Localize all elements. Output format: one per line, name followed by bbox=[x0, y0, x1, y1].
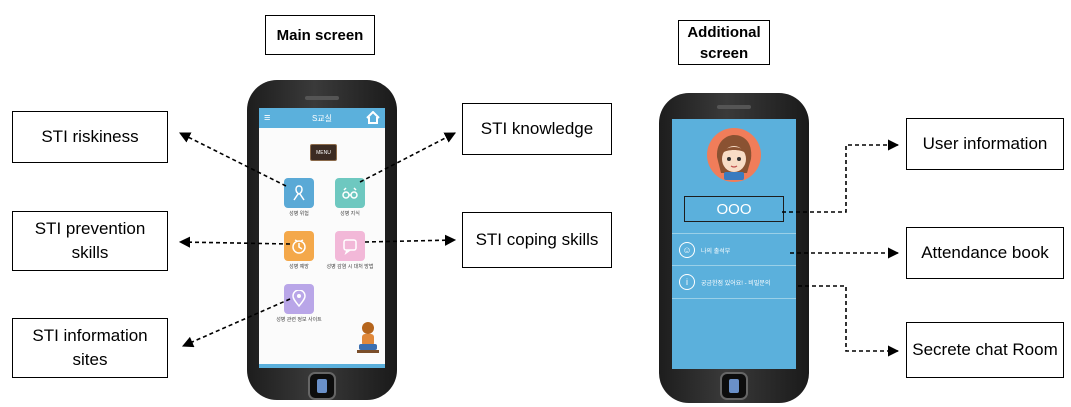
chat-icon bbox=[343, 239, 357, 255]
home-button[interactable] bbox=[308, 372, 336, 400]
glasses-icon bbox=[342, 187, 358, 199]
additional-phone: OOO ☺ 나의 출석부 i 궁금한점 있어요! - 비밀문의 bbox=[659, 93, 809, 403]
main-phone: ≡ S교실 MENU 성병 위험 성병 지식 성병 예방 성병 감염 시 대처 … bbox=[247, 80, 397, 400]
app-header-bar: ≡ S교실 bbox=[259, 108, 385, 128]
screen-bottom-strip bbox=[259, 364, 385, 368]
tile-sti-prevention[interactable] bbox=[284, 231, 314, 261]
tile-label: 성병 예방 bbox=[289, 264, 309, 270]
user-name-field: OOO bbox=[684, 196, 784, 222]
additional-screen-header: Additional screen bbox=[678, 20, 770, 65]
callout-sti-prevention-skills: STI prevention skills bbox=[12, 211, 168, 271]
tile-label: 성병 지식 bbox=[340, 211, 360, 217]
home-button[interactable] bbox=[720, 372, 748, 400]
arrow-to-sti-prevention bbox=[178, 236, 291, 248]
student-illustration-icon bbox=[357, 322, 379, 353]
secret-inquiry-item[interactable]: i 궁금한점 있어요! - 비밀문의 bbox=[672, 265, 796, 299]
arrow-to-sti-info-sites bbox=[181, 298, 291, 348]
clock-icon bbox=[292, 239, 306, 254]
tile-sti-knowledge[interactable] bbox=[335, 178, 365, 208]
menu-sign: MENU bbox=[310, 144, 337, 161]
callout-attendance-book: Attendance book bbox=[906, 227, 1064, 279]
arrow-to-sti-knowledge bbox=[359, 132, 456, 183]
callout-sti-coping-skills: STI coping skills bbox=[462, 212, 612, 268]
info-icon: i bbox=[679, 274, 695, 290]
smiley-icon: ☺ bbox=[679, 242, 695, 258]
secret-inquiry-label: 궁금한점 있어요! - 비밀문의 bbox=[701, 280, 771, 287]
additional-app-screen: OOO ☺ 나의 출석부 i 궁금한점 있어요! - 비밀문의 bbox=[672, 119, 796, 369]
callout-sti-riskiness: STI riskiness bbox=[12, 111, 168, 163]
arrow-to-user-information bbox=[782, 139, 900, 213]
home-icon[interactable] bbox=[366, 111, 380, 124]
hamburger-icon[interactable]: ≡ bbox=[264, 112, 271, 124]
app-title: S교실 bbox=[311, 114, 333, 123]
tile-label: 성병 관련 정보 사이트 bbox=[276, 317, 322, 323]
arrow-to-sti-riskiness bbox=[178, 132, 287, 187]
callout-sti-information-sites: STI information sites bbox=[12, 318, 168, 378]
tile-label: 성병 위험 bbox=[289, 211, 309, 217]
location-pin-icon bbox=[292, 290, 306, 308]
speaker bbox=[717, 105, 751, 109]
tile-label: 성병 감염 시 대처 방법 bbox=[326, 264, 374, 270]
arrow-to-sti-coping bbox=[364, 234, 457, 246]
main-screen-header: Main screen bbox=[265, 15, 375, 55]
arrow-to-secret-chat-room bbox=[798, 285, 900, 357]
main-app-screen: ≡ S교실 MENU 성병 위험 성병 지식 성병 예방 성병 감염 시 대처 … bbox=[259, 108, 385, 368]
avatar-icon bbox=[707, 128, 761, 182]
callout-secret-chat-room: Secrete chat Room bbox=[906, 322, 1064, 378]
callout-sti-knowledge: STI knowledge bbox=[462, 103, 612, 155]
tile-sti-coping[interactable] bbox=[335, 231, 365, 261]
tile-sti-riskiness[interactable] bbox=[284, 178, 314, 208]
callout-user-information: User information bbox=[906, 118, 1064, 170]
ribbon-icon bbox=[293, 185, 305, 201]
attendance-book-item[interactable]: ☺ 나의 출석부 bbox=[672, 233, 796, 266]
speaker bbox=[305, 96, 339, 100]
attendance-book-label: 나의 출석부 bbox=[701, 248, 731, 255]
